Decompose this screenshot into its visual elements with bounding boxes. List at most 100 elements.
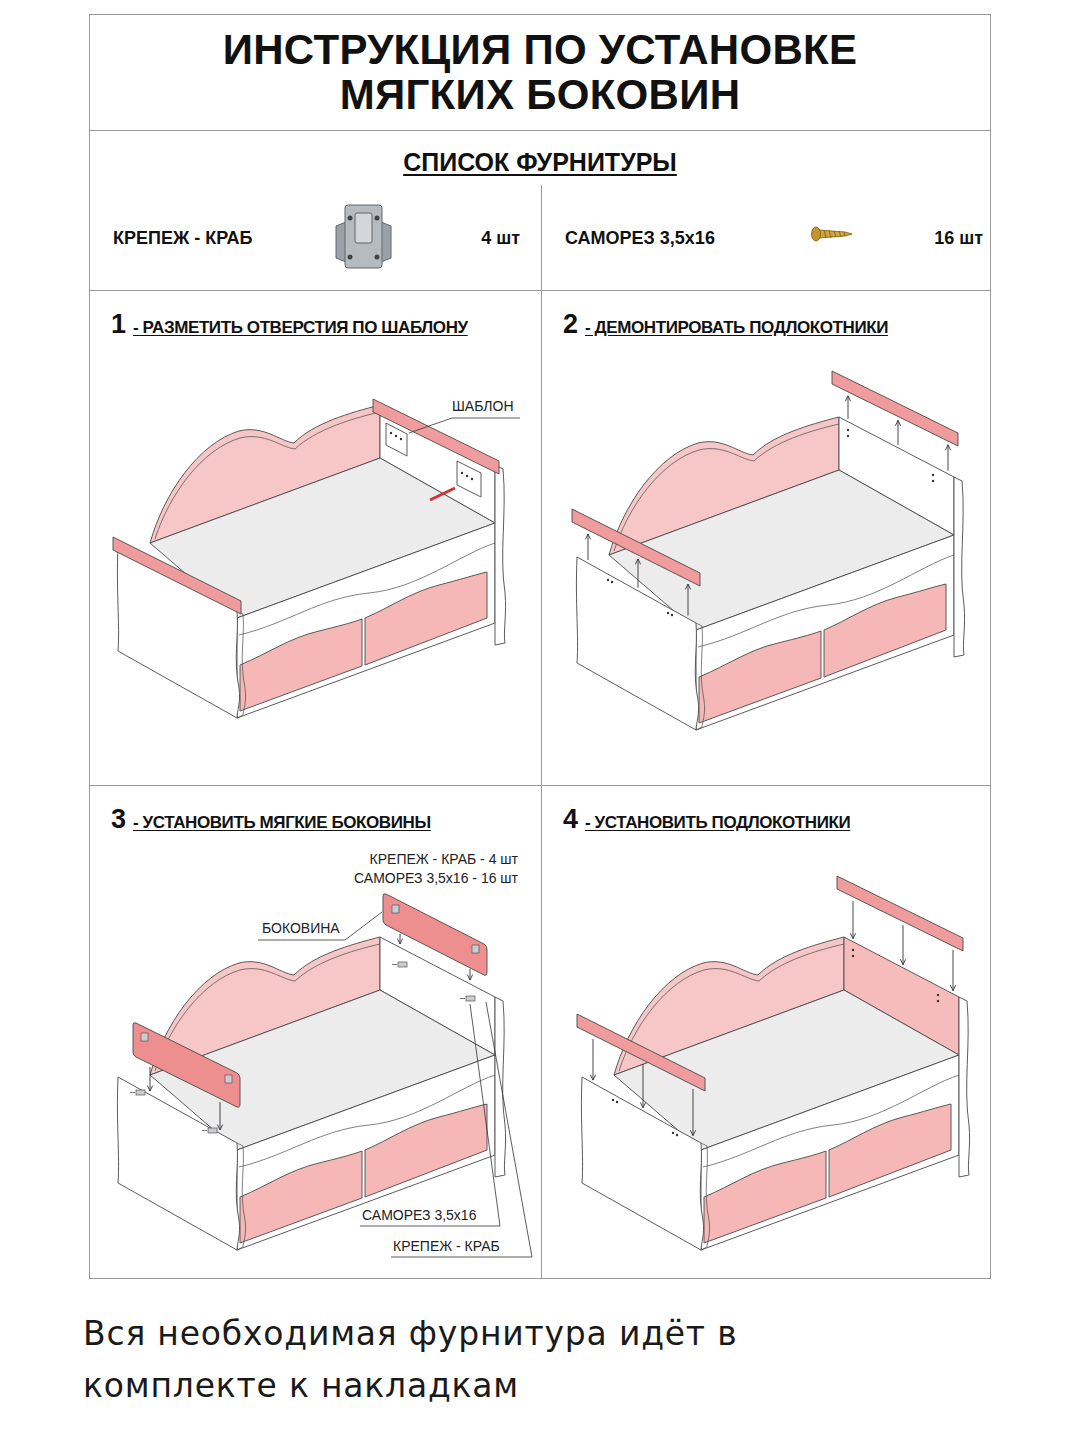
frame-line	[541, 185, 542, 1279]
end-board-edge	[959, 997, 970, 1177]
part-label: САМОРЕЗ 3,5х16 - 16 шт	[352, 870, 520, 886]
armrest	[113, 537, 241, 614]
hole-mark	[932, 474, 934, 476]
step-header: 3- УСТАНОВИТЬ МЯГКИЕ БОКОВИНЫ	[111, 803, 431, 835]
crab-mark	[392, 905, 399, 913]
hole-mark	[390, 432, 392, 434]
hardware-list: КРЕПЕЖ - КРАБ4 шт САМОРЕЗ 3,5х16 16 шт СПИС…	[89, 130, 991, 290]
step-number: 2	[563, 308, 578, 340]
frame-line	[90, 130, 991, 131]
step-heading: - РАЗМЕТИТЬ ОТВЕРСТИЯ ПО ШАБЛОНУ	[133, 316, 468, 340]
title-cell: ИНСТРУКЦИЯ ПО УСТАНОВКЕ МЯГКИХ БОКОВИН	[90, 14, 990, 130]
hole-mark	[471, 478, 473, 480]
step-header: 4 - УСТАНОВИТЬ ПОДЛОКОТНИКИ	[563, 803, 850, 835]
arrow-head	[685, 584, 690, 589]
armrest	[837, 876, 963, 951]
hole-mark	[676, 1134, 678, 1136]
arrow-head	[217, 1125, 222, 1130]
screw-thread	[824, 230, 845, 238]
hardware-item: КРЕПЕЖ - КРАБ4 шт	[89, 185, 541, 290]
label-box: САМОРЕЗ 3,5х16	[360, 1206, 478, 1224]
hole-mark	[667, 612, 669, 614]
hole-mark	[607, 579, 609, 581]
label-box: КРЕПЕЖ - КРАБ	[391, 1237, 502, 1255]
hole-mark	[400, 438, 402, 440]
arrow-head	[640, 1102, 645, 1107]
crab-mark	[466, 996, 475, 1001]
drawer	[365, 572, 487, 665]
step-heading: - УСТАНОВИТЬ ПОДЛОКОТНИКИ	[585, 811, 850, 835]
end-board	[576, 557, 698, 730]
move-arrow	[688, 584, 689, 616]
title: ИНСТРУКЦИЯ ПО УСТАНОВКЕ МЯГКИХ БОКОВИН	[160, 27, 920, 117]
bed-drawings	[113, 371, 970, 1257]
label-box: БОКОВИНА	[260, 919, 342, 937]
crab-hole	[375, 255, 380, 260]
move-arrow	[898, 420, 899, 444]
hole-mark	[672, 1132, 674, 1134]
drawer	[240, 619, 362, 711]
move-arrow	[638, 559, 639, 588]
move-arrow	[948, 445, 949, 471]
arrow-head	[590, 1075, 595, 1080]
arrow-head	[950, 985, 955, 990]
outer-frame	[90, 15, 991, 1279]
soft-side-panels	[130, 894, 532, 1257]
hole-mark	[671, 614, 673, 616]
arrow-head	[467, 975, 472, 980]
step-heading: - ДЕМОНТИРОВАТЬ ПОДЛОКОТНИКИ	[585, 316, 888, 340]
crab-icon	[336, 205, 391, 268]
front-rail	[237, 523, 495, 718]
screw-head	[812, 227, 821, 241]
screw-icon	[812, 227, 853, 241]
armrest	[577, 1014, 705, 1091]
hardware-count: 16 шт	[934, 227, 983, 249]
crab-mark	[136, 1090, 145, 1095]
move-arrow	[220, 1102, 221, 1130]
drawer	[699, 631, 821, 723]
template-mark	[430, 488, 455, 500]
screw-mark	[130, 1092, 135, 1093]
hole-mark	[847, 429, 849, 431]
hardware-name: САМОРЕЗ 3,5х16	[565, 227, 715, 249]
hole-mark	[611, 581, 613, 583]
arrow-head	[895, 420, 900, 425]
crab-hole	[348, 255, 353, 260]
move-arrow	[848, 396, 849, 419]
crab-mark	[141, 1033, 148, 1041]
move-arrow	[903, 925, 904, 964]
crab-hole	[348, 216, 353, 221]
frame-line	[90, 785, 991, 786]
arrow-head	[945, 445, 950, 450]
arrow-head	[147, 1086, 152, 1091]
leader-line	[360, 1004, 500, 1226]
end-board-edge	[237, 1143, 246, 1250]
daybed	[572, 371, 965, 730]
front-rail	[237, 1055, 495, 1250]
step-panel: 1- РАЗМЕТИТЬ ОТВЕРСТИЯ ПО ШАБЛОНУ	[89, 290, 541, 785]
label-box: КРЕПЕЖ - КРАБ - 4 шт	[368, 850, 520, 868]
crab-plate	[345, 205, 382, 268]
leader-line	[258, 912, 382, 940]
hole-mark	[852, 949, 854, 951]
template	[457, 461, 481, 497]
caption: Вся необходимая фурнитура идёт в комплек…	[83, 1308, 863, 1412]
screw-mark	[202, 1130, 207, 1131]
hardware-item: САМОРЕЗ 3,5х16 16 шт	[541, 185, 991, 290]
daybed	[113, 399, 506, 718]
step-panel: 2 - ДЕМОНТИРОВАТЬ ПОДЛОКОТНИКИ	[541, 290, 991, 785]
soft-side-panel	[133, 1023, 240, 1107]
step-number: 4	[563, 803, 578, 835]
part-label: САМОРЕЗ 3,5х16	[360, 1207, 478, 1223]
section-heading: СПИСОК ФУРНИТУРЫ	[89, 130, 991, 177]
arrow-head	[397, 939, 402, 944]
label-box: САМОРЕЗ 3,5х16 - 16 шт	[352, 869, 520, 887]
end-board	[117, 1077, 239, 1250]
step-number: 3	[111, 803, 126, 835]
front-rail	[696, 535, 954, 730]
drawer	[824, 584, 946, 677]
part-label: ШАБЛОН	[450, 398, 516, 414]
end-board-edge	[495, 997, 506, 1177]
